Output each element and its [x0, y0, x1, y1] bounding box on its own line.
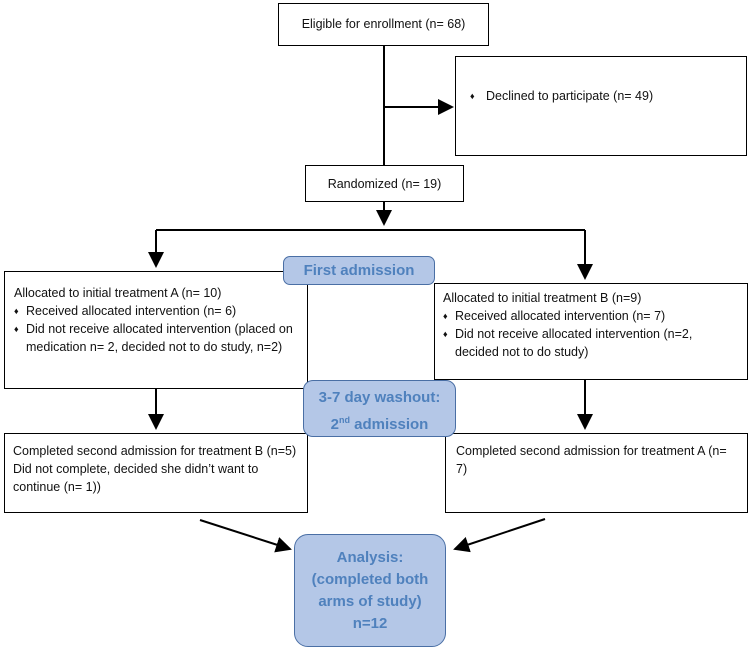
arm-b-not-received-text: Did not receive allocated intervention (… [455, 327, 693, 359]
completed-b-box: Completed second admission for treatment… [4, 433, 308, 513]
washout-line2-pre: 2 [330, 416, 339, 433]
bullet-icon: ♦ [443, 311, 448, 321]
completed-a-box: Completed second admission for treatment… [445, 433, 748, 513]
arm-b-title: Allocated to initial treatment B (n=9) [443, 291, 642, 305]
washout-line1: 3-7 day washout: [318, 389, 441, 406]
arm-b-received: ♦ Received allocated intervention (n= 7) [443, 307, 739, 325]
declined-item: ♦ Declined to participate (n= 49) [470, 87, 746, 105]
analysis-line1: Analysis: [336, 549, 404, 566]
analysis-label: Analysis: (completed both arms of study)… [294, 534, 446, 647]
washout-line2-sup: nd [338, 415, 350, 425]
first-admission-label: First admission [283, 256, 435, 285]
arm-b-received-text: Received allocated intervention (n= 7) [455, 309, 666, 323]
washout-label: 3-7 day washout: 2nd admission [303, 380, 456, 437]
arm-b-not-received: ♦ Did not receive allocated intervention… [443, 325, 739, 361]
arm-a-not-received: ♦ Did not receive allocated intervention… [14, 320, 299, 356]
washout-line2: 2nd admission [304, 409, 455, 436]
arm-a-not-received-text: Did not receive allocated intervention (… [26, 322, 293, 354]
declined-text: Declined to participate (n= 49) [486, 89, 654, 103]
left-to-analysis-arrow [199, 519, 292, 553]
completed-b-text: Completed second admission for treatment… [13, 444, 297, 494]
arm-a-title: Allocated to initial treatment A (n= 10) [14, 286, 222, 300]
randomized-box: Randomized (n= 19) [305, 165, 464, 202]
bullet-icon: ♦ [14, 306, 19, 316]
right-to-analysis-arrow [453, 518, 546, 553]
eligible-text: Eligible for enrollment (n= 68) [301, 17, 466, 31]
arm-a-received-text: Received allocated intervention (n= 6) [26, 304, 237, 318]
bullet-icon: ♦ [443, 329, 448, 339]
analysis-line3: arms of study) [318, 593, 422, 610]
eligible-box: Eligible for enrollment (n= 68) [278, 3, 489, 46]
randomized-text: Randomized (n= 19) [327, 177, 442, 191]
bullet-icon: ♦ [14, 324, 19, 334]
analysis-line2: (completed both [311, 571, 429, 588]
arm-b-box: Allocated to initial treatment B (n=9) ♦… [434, 283, 748, 380]
analysis-line4: n=12 [352, 615, 388, 632]
declined-box: ♦ Declined to participate (n= 49) [455, 56, 747, 156]
first-admission-text: First admission [303, 262, 415, 279]
completed-a-text: Completed second admission for treatment… [456, 444, 727, 476]
bullet-icon: ♦ [470, 91, 475, 101]
arm-a-received: ♦ Received allocated intervention (n= 6) [14, 302, 299, 320]
arm-a-box: Allocated to initial treatment A (n= 10)… [4, 271, 308, 389]
washout-line2-post: admission [349, 416, 429, 433]
